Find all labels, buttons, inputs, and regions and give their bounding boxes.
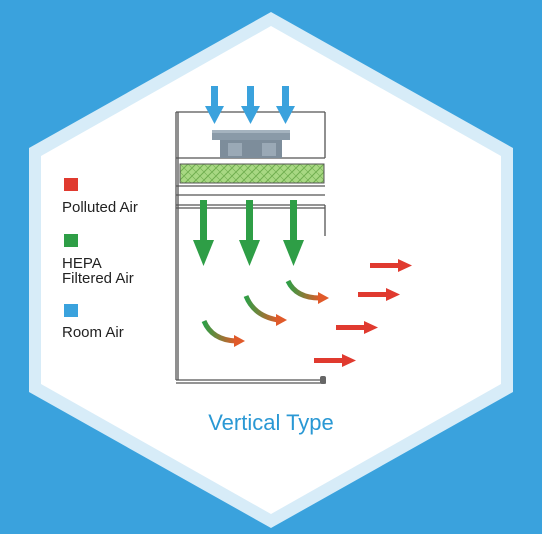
arrow-down-icon (205, 86, 224, 124)
room-air-arrows (205, 86, 295, 124)
arrow-right-icon (370, 259, 412, 272)
fan-icon (212, 130, 290, 158)
arrow-down-icon (283, 200, 304, 266)
arrow-down-icon (193, 200, 214, 266)
arrow-right-icon (336, 321, 378, 334)
legend-label-hepa-filtered-air: HEPA Filtered Air (62, 255, 134, 287)
room-air-swatch (64, 304, 78, 317)
arrow-right-icon (358, 288, 400, 301)
arrow-down-icon (241, 86, 260, 124)
cabinet-base-cap (320, 376, 326, 384)
arrow-down-icon (239, 200, 260, 266)
filtered-air-arrows (193, 200, 304, 266)
curved-arrow-icon (285, 279, 329, 304)
curved-arrow-icon (243, 294, 287, 326)
hepa-filtered-air-swatch (64, 234, 78, 247)
arrow-down-icon (276, 86, 295, 124)
legend-label-room-air: Room Air (62, 324, 124, 341)
curving-arrows (201, 279, 329, 347)
arrow-right-icon (314, 354, 356, 367)
hexagon-card (41, 26, 501, 514)
hepa-filter (179, 163, 325, 184)
diagram-title: Vertical Type (208, 410, 334, 435)
polluted-air-swatch (64, 178, 78, 191)
legend-label-polluted-air: Polluted Air (62, 199, 138, 216)
exhaust-arrows (314, 259, 412, 367)
curved-arrow-icon (201, 319, 245, 347)
